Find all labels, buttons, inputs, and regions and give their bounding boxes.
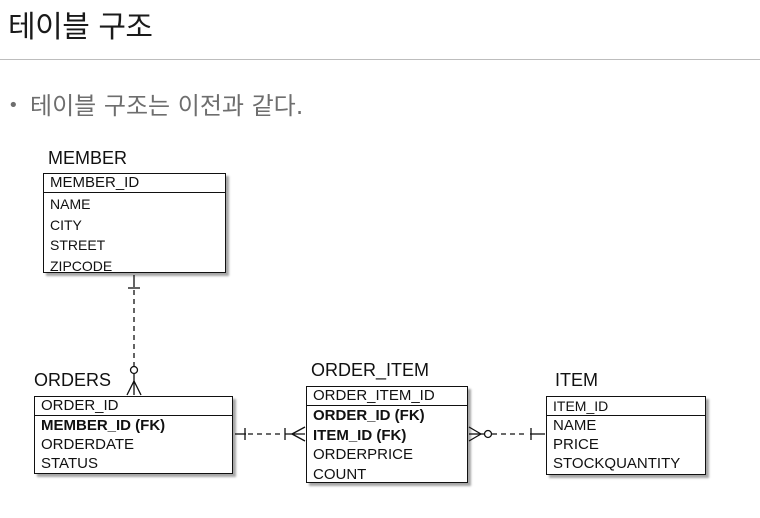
attr-member-id-fk: MEMBER_ID (FK) (41, 417, 166, 434)
pk-order-id: ORDER_ID (35, 397, 232, 416)
attr-item-id-fk: ITEM_ID (FK) (313, 426, 407, 444)
entity-name-item: ITEM (555, 370, 598, 390)
bullet-item: • 테이블 구조는 이전과 같다. (8, 86, 303, 121)
attr-orderdate: ORDERDATE (41, 436, 135, 453)
attr-list-order-item: ORDER_ID (FK) ITEM_ID (FK) ORDERPRICE CO… (307, 406, 467, 484)
attr-name: NAME (50, 196, 91, 212)
attr-orderprice: ORDERPRICE (313, 446, 414, 463)
relation-orders-order-item (235, 426, 306, 442)
entity-member: MEMBER_ID NAME CITY STREET ZIPCODE (43, 173, 226, 276)
attr-zipcode: ZIPCODE (50, 257, 113, 274)
attr-count: COUNT (313, 465, 367, 483)
entity-name-member: MEMBER (48, 148, 128, 168)
pk-order-item-id: ORDER_ITEM_ID (307, 387, 467, 406)
attr-city: CITY (50, 216, 82, 233)
slide-title: 테이블 구조 (8, 10, 153, 45)
relation-member-orders (126, 275, 142, 396)
entity-item: ITEM_ID NAME PRICE STOCKQUANTITY (546, 396, 706, 475)
entity-name-order-item: ORDER_ITEM (311, 360, 430, 380)
bullet-marker: • (8, 95, 19, 116)
relation-order-item-item (468, 426, 545, 442)
entity-name-orders: ORDERS (34, 370, 112, 390)
entity-orders: ORDER_ID MEMBER_ID (FK) ORDERDATE STATUS (34, 396, 233, 474)
attr-price: PRICE (553, 436, 599, 453)
attr-order-id-fk: ORDER_ID (FK) (313, 407, 425, 424)
bullet-text: 테이블 구조는 이전과 같다. (30, 92, 304, 120)
attr-item-name: NAME (553, 417, 597, 434)
attr-list-member: NAME CITY STREET ZIPCODE (44, 193, 225, 276)
pk-item-id: ITEM_ID (547, 397, 705, 416)
attr-street: STREET (50, 237, 106, 253)
attr-list-orders: MEMBER_ID (FK) ORDERDATE STATUS (35, 416, 232, 473)
attr-status: STATUS (41, 455, 98, 472)
attr-stockquantity: STOCKQUANTITY (553, 455, 681, 472)
attr-list-item: NAME PRICE STOCKQUANTITY (547, 416, 705, 473)
entity-order-item: ORDER_ITEM_ID ORDER_ID (FK) ITEM_ID (FK)… (306, 386, 468, 483)
title-divider (0, 59, 760, 60)
pk-member-id: MEMBER_ID (44, 174, 225, 193)
